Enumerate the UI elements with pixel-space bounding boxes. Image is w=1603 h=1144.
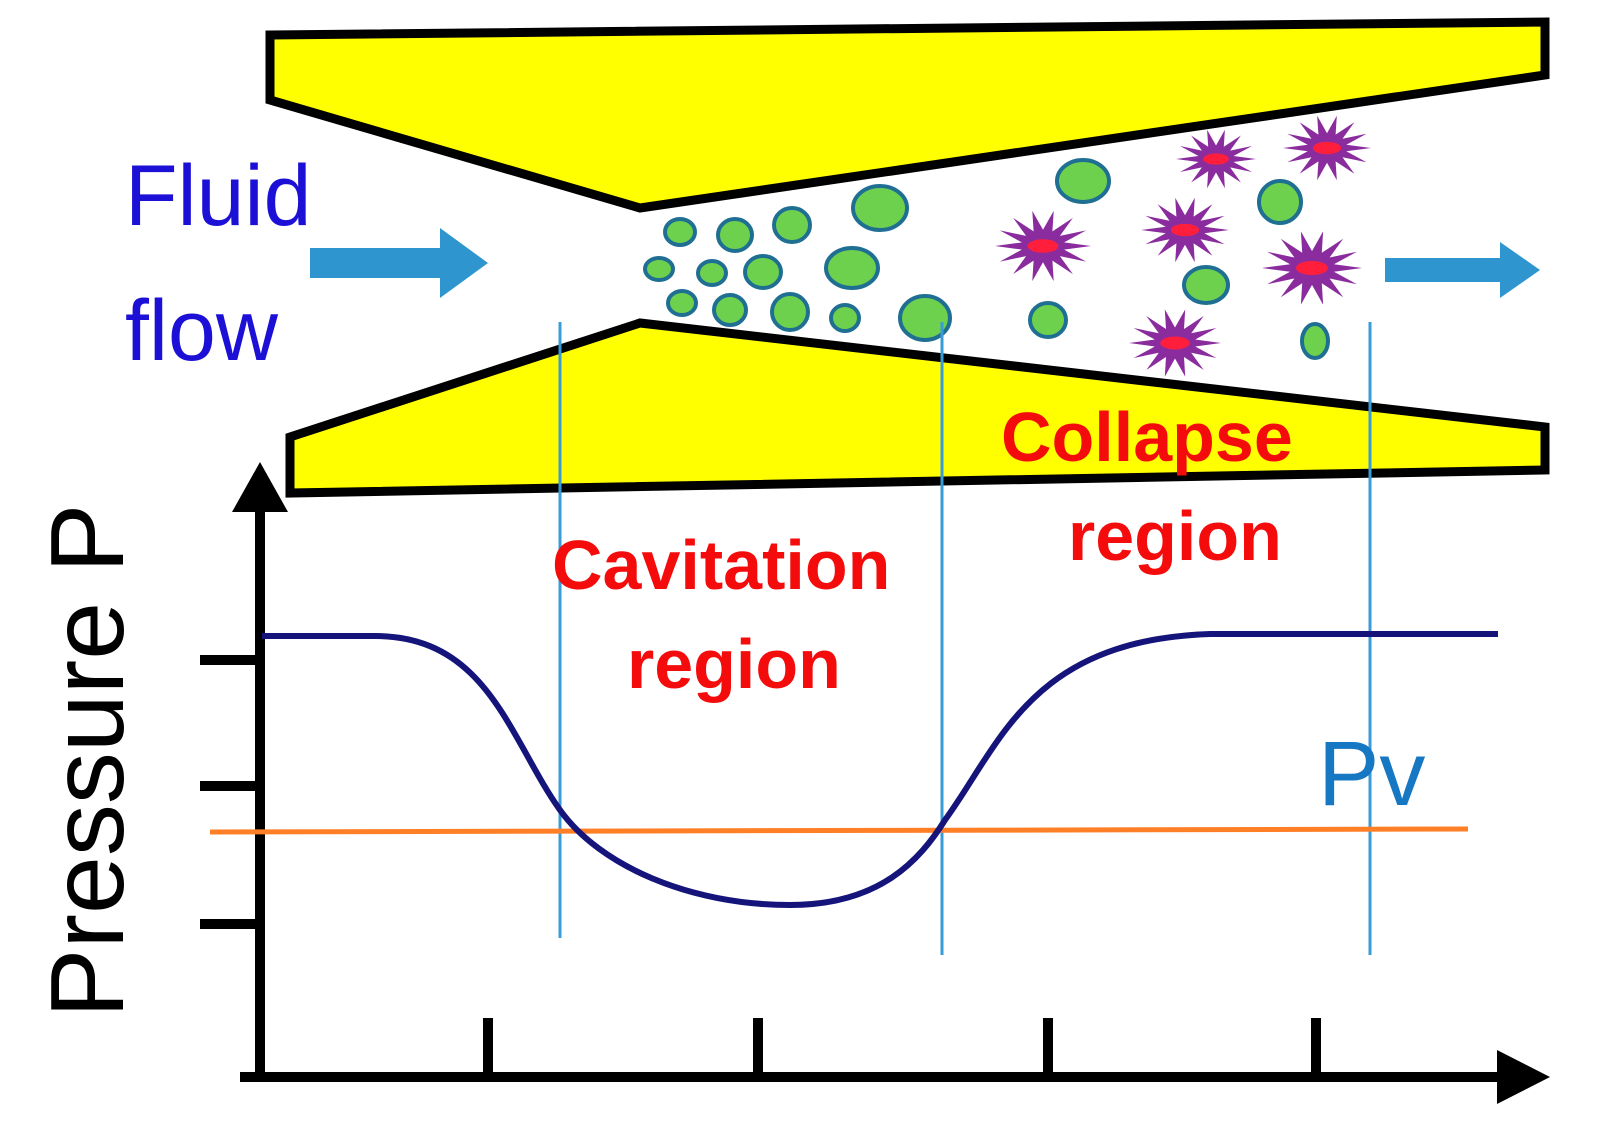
- star-burst-icon: [995, 210, 1091, 282]
- collapse-region-label: region: [1068, 497, 1282, 575]
- bubble-icon: [643, 256, 675, 282]
- star-burst-icon: [1262, 231, 1362, 305]
- bubble-icon: [1182, 265, 1230, 305]
- bubble-icon: [824, 246, 880, 290]
- star-burst-core: [1160, 336, 1190, 350]
- star-burst-core: [1170, 223, 1200, 237]
- inlet-arrow-icon: [310, 228, 488, 298]
- bubble-icon: [1257, 179, 1303, 225]
- flow-label: flow: [125, 283, 279, 379]
- collapse-bursts: [995, 115, 1371, 377]
- bubble-icon: [898, 294, 952, 342]
- star-burst-core: [1312, 141, 1342, 155]
- nozzle-upper-wall: [265, 17, 1550, 213]
- vapor-pressure-line: [209, 826, 1469, 835]
- flow-arrows: [310, 228, 1540, 298]
- star-burst-core: [1296, 261, 1328, 275]
- star-burst-icon: [1176, 129, 1256, 189]
- cavitation-region-label: region: [627, 625, 841, 703]
- star-burst-icon: [1141, 197, 1229, 263]
- fluid-label: Fluid: [125, 148, 311, 244]
- bubble-icon: [663, 217, 697, 247]
- nozzle: [265, 17, 1550, 498]
- bubble-icon: [1055, 158, 1111, 204]
- star-burst-icon: [1129, 309, 1221, 377]
- bubble-icon: [829, 303, 861, 333]
- collapse-label: Collapse: [1001, 398, 1293, 476]
- bubble-icon: [770, 292, 810, 332]
- bubble-icon: [696, 259, 728, 287]
- bubble-icon: [1300, 322, 1330, 360]
- bubble-icon: [772, 206, 812, 244]
- bubble-icon: [1028, 301, 1068, 339]
- bubble-icon: [851, 184, 909, 232]
- star-burst-core: [1027, 239, 1059, 253]
- region-dividers: [558, 322, 1372, 955]
- outlet-arrow-icon: [1385, 242, 1540, 298]
- pressure-axes: [200, 462, 1550, 1104]
- bubbles: [643, 158, 1330, 360]
- y-axis-label: Pressure P: [30, 504, 146, 1018]
- bubble-icon: [743, 254, 783, 290]
- y-axis-arrowhead: [232, 462, 288, 512]
- nozzle-lower-wall: [285, 318, 1550, 498]
- star-burst-icon: [1283, 115, 1371, 181]
- x-axis-arrowhead: [1497, 1050, 1550, 1104]
- vapor-pressure-label: Pv: [1318, 723, 1425, 825]
- bubble-icon: [712, 293, 748, 327]
- cavitation-label: Cavitation: [552, 526, 890, 604]
- star-burst-core: [1203, 153, 1229, 165]
- pressure-curve: [262, 631, 1498, 909]
- bubble-icon: [666, 289, 698, 317]
- bubble-icon: [716, 217, 754, 253]
